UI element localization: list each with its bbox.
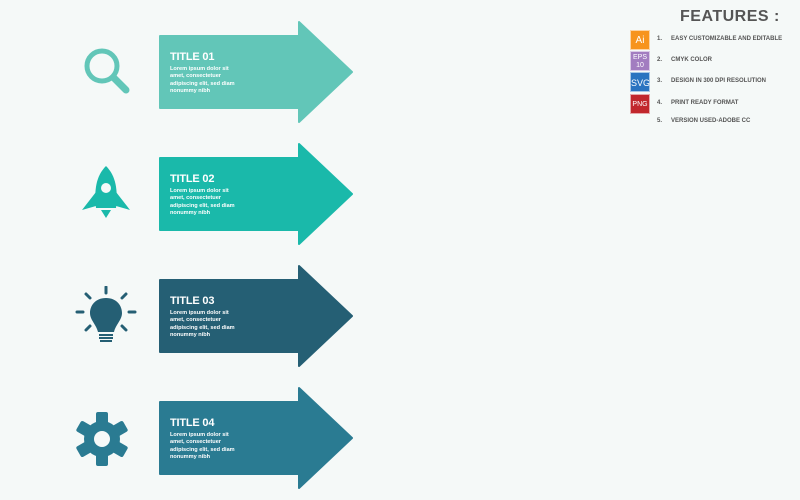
feature-number: 4. — [657, 100, 663, 106]
row-body: Lorem ipsum dolor sit amet, consectetuer… — [170, 66, 235, 95]
feature-label: VERSION USED-ADOBE CC — [671, 118, 751, 124]
arrow-shape — [159, 21, 353, 123]
feature-number: 3. — [657, 78, 663, 84]
arrow-shape — [159, 143, 353, 245]
row-4: TITLE 04 Lorem ipsum dolor sit amet, cons… — [0, 387, 360, 489]
feature-item: 5. VERSION USED-ADOBE CC — [628, 112, 800, 132]
feature-label: PRINT READY FORMAT — [671, 100, 739, 106]
feature-label: DESIGN IN 300 DPI RESOLUTION — [671, 78, 767, 84]
lightbulb-icon — [75, 286, 137, 342]
row-body: Lorem ipsum dolor sit amet, consectetuer… — [170, 310, 235, 339]
row-1: TITLE 01 Lorem ipsum dolor sit amet, cons… — [0, 21, 360, 123]
feature-item: Ai 1. EASY CUSTOMIZABLE AND EDITABLE — [628, 30, 800, 50]
feature-label: EASY CUSTOMIZABLE AND EDITABLE — [671, 36, 783, 42]
row-body: Lorem ipsum dolor sit amet, consectetuer… — [170, 188, 235, 217]
feature-item: EPS 10 2. CMYK COLOR — [628, 51, 800, 71]
features-heading: FEATURES : — [680, 8, 780, 25]
row-2: TITLE 02 Lorem ipsum dolor sit amet, cons… — [0, 143, 360, 245]
arrow-shape — [159, 387, 353, 489]
rocket-icon — [82, 166, 130, 218]
arrow-shape — [159, 265, 353, 367]
gear-icon — [75, 412, 129, 466]
row-title: TITLE 02 — [170, 173, 215, 185]
feature-label: CMYK COLOR — [671, 57, 712, 63]
row-body: Lorem ipsum dolor sit amet, consectetuer… — [170, 432, 235, 461]
row-3: TITLE 03 Lorem ipsum dolor sit amet, cons… — [0, 265, 360, 367]
feature-number: 1. — [657, 36, 663, 42]
ai-badge-icon: Ai — [630, 30, 650, 50]
feature-item: PNG 4. PRINT READY FORMAT — [628, 94, 800, 114]
feature-number: 2. — [657, 57, 663, 63]
search-icon — [84, 48, 130, 94]
svg-badge-icon: SVG — [630, 72, 650, 92]
features-panel: FEATURES : Ai 1. EASY CUSTOMIZABLE AND E… — [628, 8, 800, 124]
row-title: TITLE 04 — [170, 417, 215, 429]
row-title: TITLE 01 — [170, 51, 215, 63]
png-badge-icon: PNG — [630, 94, 650, 114]
feature-number: 5. — [657, 118, 663, 124]
row-title: TITLE 03 — [170, 295, 215, 307]
eps-badge-icon: EPS 10 — [630, 51, 650, 71]
feature-item: SVG 3. DESIGN IN 300 DPI RESOLUTION — [628, 72, 800, 92]
